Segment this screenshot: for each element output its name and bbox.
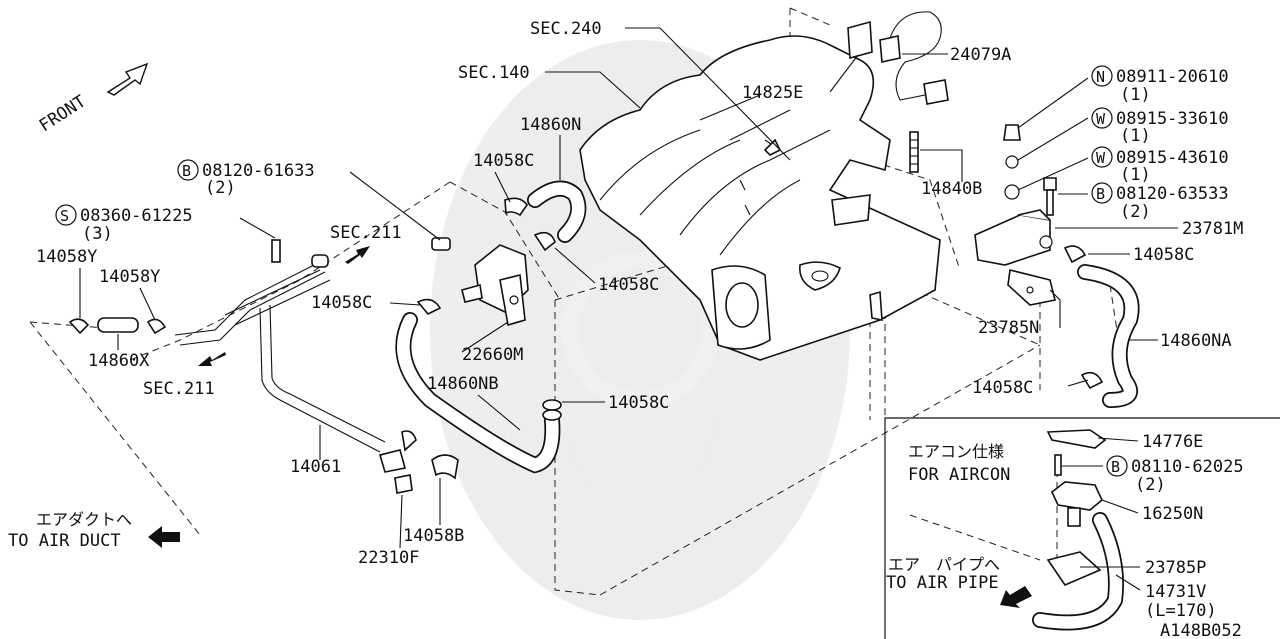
part-label: 14860X xyxy=(88,351,150,371)
bolt-number: 08120-63533 xyxy=(1116,184,1229,204)
arrow-icon xyxy=(198,352,226,366)
intake-manifold xyxy=(579,35,941,361)
valve-22660M xyxy=(431,237,529,327)
bolt-qty: (2) xyxy=(1135,475,1166,495)
part-label: 14731V xyxy=(1145,582,1206,602)
air-pipe-jp: エア パイプへ xyxy=(888,555,1000,574)
part-label: 14860N xyxy=(520,115,581,135)
section-refs: SEC.240 SEC.140 SEC.211 SEC.211 xyxy=(143,19,602,399)
part-label: (L=170) xyxy=(1145,601,1217,621)
part-labels: 24079A 14825E 14860N 14058C 14058C 14058… xyxy=(36,45,1243,639)
sec-211-upper-label: SEC.211 xyxy=(330,223,402,243)
aircon-jp: エアコン仕様 xyxy=(908,442,1004,461)
aircon-valve xyxy=(1046,429,1107,586)
bolt-qty: (2) xyxy=(1120,202,1151,222)
bolt-qty: (2) xyxy=(205,178,236,198)
bolt-number: 08915-43610 xyxy=(1116,148,1229,168)
bolt-qty: (1) xyxy=(1120,126,1151,146)
bolt-qty: (1) xyxy=(1120,85,1151,105)
bolt-number: 08360-61225 xyxy=(80,206,193,226)
part-label: 14776E xyxy=(1142,432,1203,452)
bolt-prefix: W xyxy=(1096,149,1106,167)
part-label: 14058C xyxy=(1133,245,1194,265)
part-label: 14058C xyxy=(972,378,1033,398)
part-label: 16250N xyxy=(1142,504,1203,524)
bolt-callouts: B S N W W B B xyxy=(55,65,1128,477)
part-label: 24079A xyxy=(950,45,1011,65)
arrow-icon xyxy=(345,246,370,264)
part-label: 14840B xyxy=(921,179,982,199)
part-label: 14058C xyxy=(598,275,659,295)
bolt-prefix: B xyxy=(1111,458,1120,476)
bolt-prefix: N xyxy=(1096,68,1105,86)
part-label: 14860NB xyxy=(427,374,499,394)
part-label: 22310F xyxy=(358,548,419,568)
part-label: 23785P xyxy=(1145,558,1206,578)
air-duct-en: TO AIR DUCT xyxy=(8,531,121,551)
part-label: 14058Y xyxy=(36,247,97,267)
hoses xyxy=(97,180,1140,631)
bolt-prefix: B xyxy=(1096,185,1105,203)
part-label: 14058B xyxy=(403,526,464,546)
air-duct-jp: エアダクトへ xyxy=(36,510,132,529)
connector-harness xyxy=(847,11,949,105)
part-label: 14058C xyxy=(311,293,372,313)
part-label: 14061 xyxy=(290,457,341,477)
part-label: 14058Y xyxy=(99,267,160,287)
bolt-number: 08915-33610 xyxy=(1116,109,1229,129)
front-indicator: FRONT xyxy=(36,62,149,137)
bolt-labels: 08120-61633 (2) 08360-61225 (3) 08911-20… xyxy=(80,67,1244,495)
air-pipe-en: TO AIR PIPE xyxy=(886,573,999,593)
bolt-number: 08120-61633 xyxy=(202,161,315,181)
part-label: 14860NA xyxy=(1160,331,1232,351)
part-label: 14058C xyxy=(473,151,534,171)
part-label: 14058C xyxy=(608,393,669,413)
sec-240-label: SEC.240 xyxy=(530,19,602,39)
part-label: 14825E xyxy=(742,83,803,103)
sec-211-lower-label: SEC.211 xyxy=(143,379,215,399)
diagram-code: A148B052 xyxy=(1160,621,1242,639)
sec-140-label: SEC.140 xyxy=(458,63,530,83)
part-label: 23781M xyxy=(1182,219,1243,239)
bolt-number: 08110-62025 xyxy=(1131,457,1244,477)
front-arrow-icon xyxy=(106,62,149,96)
bolt-prefix: W xyxy=(1096,110,1106,128)
bolt-prefix: S xyxy=(60,207,69,225)
aircon-en: FOR AIRCON xyxy=(908,465,1010,485)
valve-23781M xyxy=(974,124,1057,306)
bolt-qty: (3) xyxy=(82,224,113,244)
arrow-down-left-icon xyxy=(1000,586,1032,608)
clamps xyxy=(68,197,1104,421)
part-label: 22660M xyxy=(462,345,523,365)
leader-lines xyxy=(79,27,1178,591)
stud-14840B xyxy=(909,131,919,173)
notes: エアダクトへ TO AIR DUCT エアコン仕様 FOR AIRCON エア … xyxy=(8,442,1032,608)
bolt-prefix: B xyxy=(182,162,191,180)
front-label: FRONT xyxy=(36,92,90,137)
aircon-section-border xyxy=(884,417,1280,639)
arrow-left-icon xyxy=(148,526,180,548)
bolt-number: 08911-20610 xyxy=(1116,67,1229,87)
part-label: 23785N xyxy=(978,318,1039,338)
pipe-14061 xyxy=(174,239,459,494)
bolt-qty: (1) xyxy=(1120,165,1151,185)
